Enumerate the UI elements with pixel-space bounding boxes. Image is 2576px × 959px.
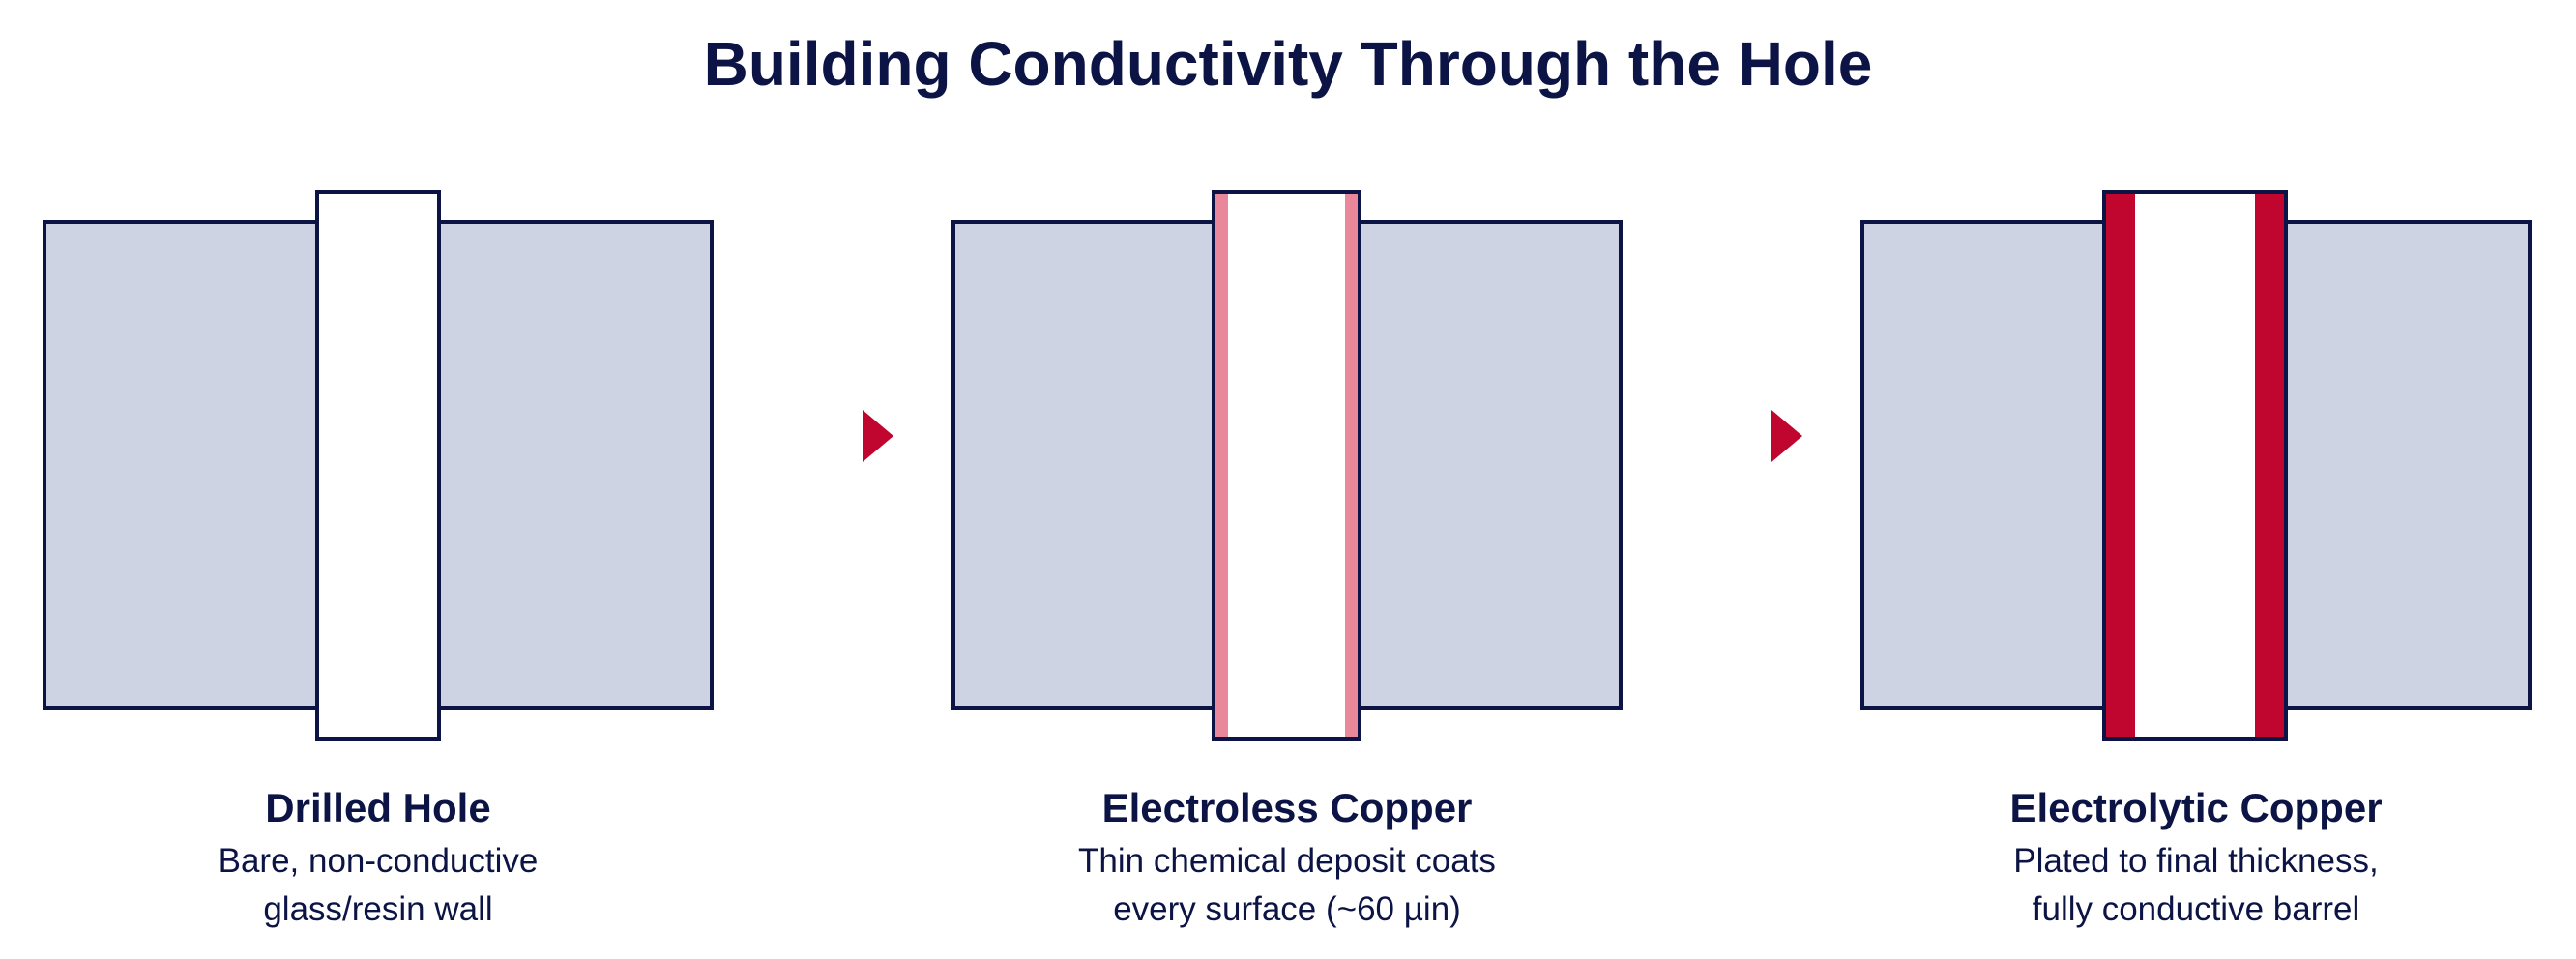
stage-drilled-hole <box>43 190 714 741</box>
plated-hole-outline <box>2102 190 2288 741</box>
stage-caption-electrolytic-copper: Electrolytic Copper Plated to final thic… <box>1809 781 2576 934</box>
stage-description-line: Plated to final thickness, <box>2013 842 2379 880</box>
stage-description-line: every surface (~60 µin) <box>1113 890 1461 928</box>
stage-heading: Drilled Hole <box>265 785 491 830</box>
triangle-right-icon <box>1771 410 1802 462</box>
stage-electroless-copper <box>951 190 1623 741</box>
stage-caption-drilled-hole: Drilled Hole Bare, non-conductive glass/… <box>0 781 765 934</box>
stage-description-line: glass/resin wall <box>263 890 493 928</box>
thick-copper-wall-right <box>2255 194 2284 737</box>
stage-description-line: Thin chemical deposit coats <box>1078 842 1496 880</box>
stage-caption-electroless-copper: Electroless Copper Thin chemical deposit… <box>900 781 1674 934</box>
stage-heading: Electrolytic Copper <box>2009 785 2383 830</box>
stage-electrolytic-copper <box>1860 190 2532 741</box>
thick-copper-wall-left <box>2106 194 2135 737</box>
drilled-hole <box>315 190 441 741</box>
plated-hole-outline <box>1212 190 1361 741</box>
thin-copper-wall-left <box>1215 194 1228 737</box>
triangle-right-icon <box>863 410 893 462</box>
thin-copper-wall-right <box>1345 194 1358 737</box>
plated-hole <box>1212 190 1361 741</box>
stage-description-line: fully conductive barrel <box>2032 890 2360 928</box>
diagram-title: Building Conductivity Through the Hole <box>703 29 1873 99</box>
stage-description-line: Bare, non-conductive <box>218 842 539 880</box>
stage-heading: Electroless Copper <box>1101 785 1473 830</box>
